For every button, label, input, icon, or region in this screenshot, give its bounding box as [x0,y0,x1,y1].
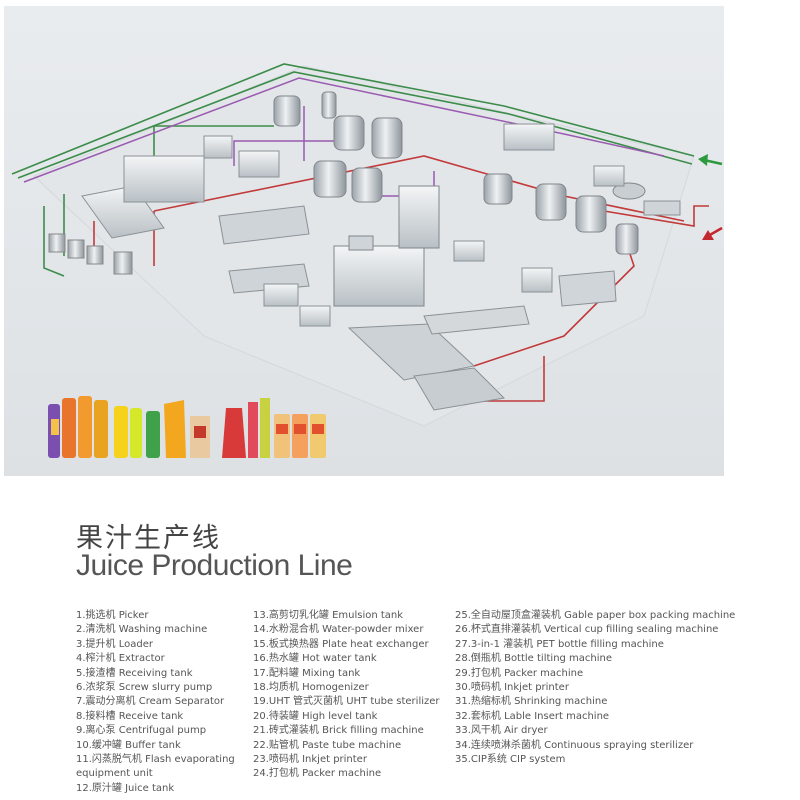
legend-item: 16.热水罐 Hot water tank [253,653,377,665]
legend-item: 5.接渣槽 Receiving tank [76,667,193,679]
legend-item: 27.3-in-1 灌装机 PET bottle filling machine [455,638,664,650]
legend-item: 35.CIP系统 CIP system [455,754,566,766]
legend-item: 32.套标机 Lable Insert machine [455,710,610,722]
legend-item: 6.浓浆泵 Screw slurry pump [76,682,213,694]
legend-item: 21.砖式灌装机 Brick filling machine [253,725,424,737]
legend-item: 20.待装罐 High level tank [253,710,378,722]
legend-item: 8.接料槽 Receive tank [76,710,184,722]
legend-item: 31.热缩标机 Shrinking machine [455,696,608,708]
red-flow-arrow [702,226,723,240]
legend-item: 22.贴管机 Paste tube machine [253,739,402,751]
legend-item: 25.全自动屋顶盒灌装机 Gable paper box packing mac… [455,610,736,621]
legend-item: 1.挑选机 Picker [76,610,149,621]
legend-item: 10.缓冲罐 Buffer tank [76,739,181,751]
green-pipeline [11,63,695,277]
legend-item: 26.杯式直排灌装机 Vertical cup filling sealing … [455,624,719,636]
production-line-drawing [4,6,724,476]
legend-item: 23.喷码机 Inkjet printer [253,754,367,766]
legend-item: 2.清洗机 Washing machine [76,624,208,636]
legend-item: 24.打包机 Packer machine [253,768,382,780]
machine-group [48,123,681,411]
legend-column-1: 1.挑选机 Picker 2.清洗机 Washing machine 3.提升机… [76,609,246,796]
legend-item: 4.榨汁机 Extractor [76,653,165,665]
legend-item: 29.打包机 Packer machine [455,667,584,679]
legend-item: 30.喷码机 Inkjet printer [455,682,569,694]
legend-column-3: 25.全自动屋顶盒灌装机 Gable paper box packing mac… [455,609,785,767]
legend-item: 19.UHT 管式灭菌机 UHT tube sterilizer [253,696,440,708]
legend-column-2: 13.高剪切乳化罐 Emulsion tank 14.水粉混合机 Water-p… [253,609,453,782]
legend-item: 28.倒瓶机 Bottle tilting machine [455,653,613,665]
legend-item: 12.原汁罐 Juice tank [76,782,175,794]
legend-item: 15.板式换热器 Plate heat exchanger [253,638,429,650]
legend-item: 34.连续喷淋杀菌机 Continuous spraying sterilize… [455,739,694,751]
title-english: Juice Production Line [76,549,353,582]
legend-item: 7.震动分离机 Cream Separator [76,696,225,708]
legend-item: 18.均质机 Homogenizer [253,682,369,694]
product-display [48,396,326,458]
legend-item: 11.闪蒸脱气机 Flash evaporating equipment uni… [76,754,235,780]
legend-item: 33.风干机 Air dryer [455,725,548,737]
production-line-illustration [4,6,724,476]
legend-item: 13.高剪切乳化罐 Emulsion tank [253,610,404,621]
legend-item: 17.配料罐 Mixing tank [253,667,361,679]
tank-group-back [273,91,646,255]
green-flow-arrow [698,154,723,166]
legend-item: 3.提升机 Loader [76,638,153,650]
legend-item: 9.离心泵 Centrifugal pump [76,725,207,737]
legend-item: 14.水粉混合机 Water-powder mixer [253,624,424,636]
title-chinese: 果汁生产线 [76,523,221,554]
